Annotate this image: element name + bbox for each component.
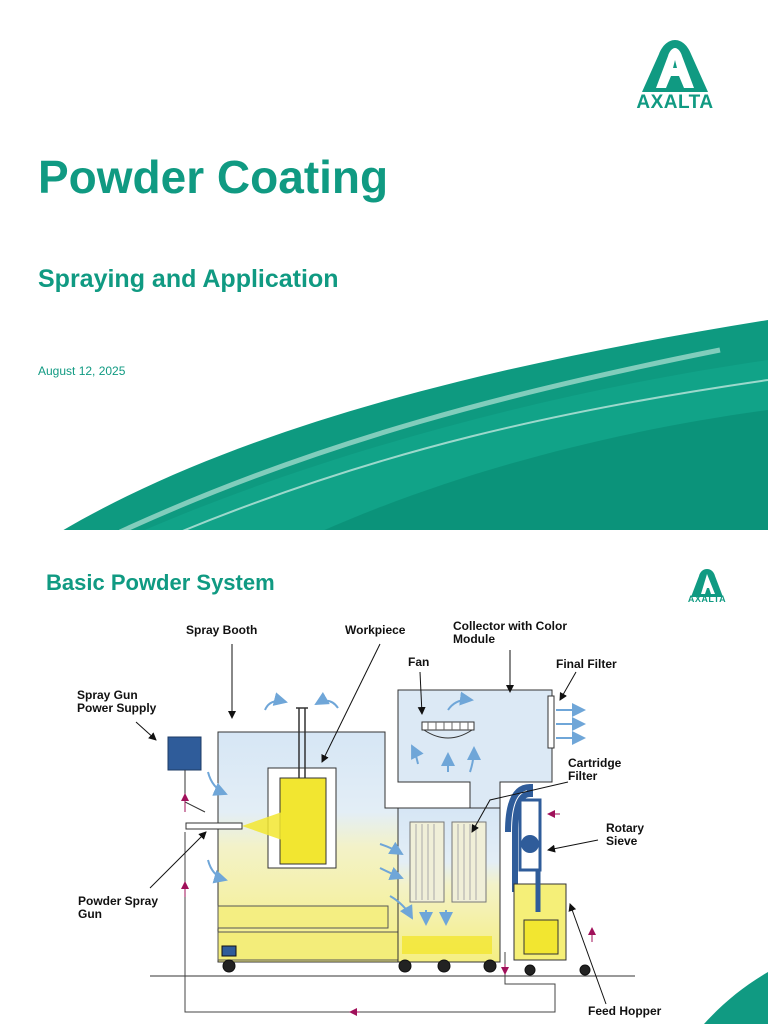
final-filter bbox=[547, 695, 555, 749]
label-feed-hopper: Feed Hopper bbox=[588, 1004, 662, 1018]
axalta-logo-text: AXALTA bbox=[687, 594, 727, 604]
label-power-supply: Spray Gun Power Supply bbox=[77, 688, 157, 715]
slide-title: Powder Coating bbox=[38, 151, 389, 203]
powder-system-diagram bbox=[135, 643, 635, 1016]
booth-floor-panel bbox=[217, 905, 389, 929]
axalta-logo-mark bbox=[691, 569, 723, 597]
cartridge-filter bbox=[451, 821, 487, 903]
label-spray-gun: Powder Spray Gun bbox=[78, 894, 159, 921]
wheels bbox=[221, 945, 591, 976]
label-final-filter: Final Filter bbox=[556, 657, 617, 671]
axalta-logo-text: AXALTA bbox=[636, 92, 714, 113]
powder-spray-gun bbox=[185, 822, 243, 830]
label-rotary-sieve: Rotary Sieve bbox=[606, 821, 645, 848]
cartridge-filter bbox=[409, 821, 445, 903]
label-fan: Fan bbox=[408, 655, 430, 669]
fan bbox=[421, 721, 475, 731]
axalta-logo: AXALTA bbox=[622, 38, 728, 114]
slide-title: Basic Powder System bbox=[46, 570, 275, 595]
decorative-swoosh bbox=[60, 320, 768, 532]
label-collector: Collector with Color Module bbox=[453, 619, 567, 646]
airflow-arrows bbox=[207, 691, 586, 926]
label-arrows bbox=[135, 643, 607, 1005]
slide-date: August 12, 2025 bbox=[38, 364, 126, 378]
label-spray-booth: Spray Booth bbox=[186, 623, 258, 637]
title-slide: AXALTA Powder Coating Spraying and Appli… bbox=[38, 38, 768, 532]
label-cartridge-filter: Cartridge Filter bbox=[568, 756, 622, 783]
booth-base bbox=[217, 931, 399, 961]
slide-subtitle: Spraying and Application bbox=[38, 265, 339, 293]
decorative-corner bbox=[704, 972, 768, 1024]
return-pipe bbox=[505, 783, 533, 892]
axalta-logo-mark bbox=[642, 40, 708, 92]
rotary-sieve bbox=[521, 835, 539, 853]
diagram-slide: Basic Powder System AXALTA bbox=[0, 532, 768, 1024]
axalta-logo: AXALTA bbox=[682, 568, 732, 608]
spray-cone bbox=[242, 812, 282, 840]
label-workpiece: Workpiece bbox=[345, 623, 406, 637]
spray-gun-power-supply bbox=[167, 736, 202, 771]
workpiece bbox=[279, 777, 327, 865]
slide-divider bbox=[0, 530, 768, 533]
